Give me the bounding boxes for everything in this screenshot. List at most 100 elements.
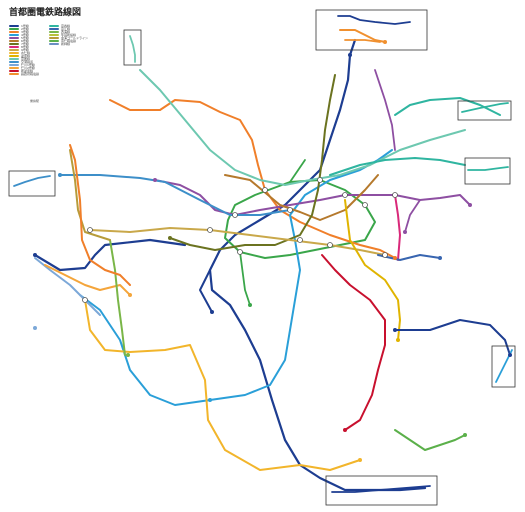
station-marker[interactable] <box>126 353 130 357</box>
legend-swatch <box>9 70 19 72</box>
station-marker[interactable] <box>393 328 397 332</box>
legend-label: 4号線 <box>21 33 29 37</box>
seohae-route <box>109 239 126 356</box>
station-marker[interactable] <box>208 398 212 402</box>
station-marker[interactable] <box>438 256 442 260</box>
interchange-station[interactable] <box>237 249 243 255</box>
ne-violet <box>374 69 396 151</box>
legend-item: 新盆唐線 <box>9 69 33 73</box>
station-marker[interactable] <box>128 293 132 297</box>
legend-item: 5号線 <box>9 36 29 40</box>
legend-label: 京春線 <box>61 24 71 28</box>
station-marker[interactable] <box>343 428 347 432</box>
interchange-station[interactable] <box>87 227 93 233</box>
gyeongchun-east <box>329 157 466 176</box>
legend-label: 水仁線 <box>21 51 31 55</box>
station-marker[interactable] <box>33 326 37 330</box>
station-marker[interactable] <box>348 53 352 57</box>
legend-item: 7号線 <box>9 42 29 46</box>
airport-route <box>59 174 291 216</box>
interchange-station[interactable] <box>382 252 388 258</box>
inset-box-west <box>8 170 56 197</box>
interchange-station[interactable] <box>392 192 398 198</box>
inset-north-line-2 <box>344 39 381 43</box>
legend-label: 竜仁軽電鉄 <box>61 39 77 43</box>
inset-ne-line <box>461 102 509 113</box>
interchange-station[interactable] <box>327 242 333 248</box>
legend-swatch <box>9 40 19 42</box>
legend-label: 6号線 <box>21 39 29 43</box>
line-3-extra <box>69 144 131 286</box>
station-marker[interactable] <box>396 338 400 342</box>
legend-label: 新盆唐線 <box>21 69 34 73</box>
legend-swatch <box>49 34 59 36</box>
station-marker[interactable] <box>468 203 472 207</box>
legend-swatch <box>9 25 19 27</box>
inset-nw-line <box>129 35 136 63</box>
station-marker[interactable] <box>383 40 387 44</box>
legend-label: 新林線 <box>61 42 71 46</box>
station-marker[interactable] <box>168 236 172 240</box>
interchange-station[interactable] <box>82 297 88 303</box>
gyeonggang-route <box>377 254 441 261</box>
gimpo-route <box>69 149 111 241</box>
legend-item: 議政府軽電鉄 <box>9 72 39 76</box>
legend-item: 盆唐線 <box>9 54 30 58</box>
interchange-station[interactable] <box>342 192 348 198</box>
legend-item: 9号線 <box>9 48 29 52</box>
legend-label: 仁川1号線 <box>21 63 35 67</box>
legend-item: 空港鉄道 <box>9 60 33 64</box>
station-marker[interactable] <box>153 178 157 182</box>
legend-label: 盆唐線 <box>21 54 31 58</box>
inset-box-north <box>315 9 428 51</box>
station-marker[interactable] <box>393 256 397 260</box>
shinbundang-route <box>321 254 386 431</box>
legend-swatch <box>9 43 19 45</box>
legend-item: 2号線 <box>9 27 29 31</box>
legend-label: 牛耳新設線 <box>61 33 77 37</box>
interchange-station[interactable] <box>317 177 323 183</box>
legend-swatch <box>49 37 59 39</box>
line-3-route <box>159 99 396 259</box>
station-marker[interactable] <box>248 303 252 307</box>
station-marker[interactable] <box>463 433 467 437</box>
legend-swatch <box>9 31 19 33</box>
legend-swatch <box>9 34 19 36</box>
legend-item: 仁川2号線 <box>9 66 35 70</box>
station-marker[interactable] <box>33 253 37 257</box>
legend-swatch <box>9 37 19 39</box>
station-marker[interactable] <box>58 173 62 177</box>
legend-item: 京春線 <box>49 24 70 28</box>
legend-label: 金浦ゴールドライン <box>61 36 89 40</box>
line-8-route <box>394 194 401 261</box>
station-marker[interactable] <box>403 230 407 234</box>
interchange-station[interactable] <box>297 237 303 243</box>
legend-item: 1号線 <box>9 24 29 28</box>
legend-swatch <box>9 52 19 54</box>
east-connector <box>394 319 511 356</box>
inset-box-se <box>491 345 516 388</box>
legend-swatch <box>9 64 19 66</box>
inset-east-line <box>467 166 509 171</box>
interchange-station[interactable] <box>287 207 293 213</box>
inset-box-south <box>325 475 438 506</box>
inset-box-ne <box>457 100 512 121</box>
legend-label: 8号線 <box>21 45 29 49</box>
station-marker[interactable] <box>210 310 214 314</box>
interchange-station[interactable] <box>232 212 238 218</box>
interchange-station[interactable] <box>262 187 268 193</box>
line-4-route <box>79 149 393 406</box>
inset-south-line <box>331 485 431 493</box>
legend-item: 西海線 <box>49 30 70 34</box>
station-marker[interactable] <box>358 458 362 462</box>
station-marker[interactable] <box>508 353 512 357</box>
legend-item: 金浦ゴールドライン <box>49 36 88 40</box>
legend-swatch <box>9 28 19 30</box>
line-1-branch <box>199 269 213 313</box>
interchange-station[interactable] <box>207 227 213 233</box>
legend-swatch <box>9 67 19 69</box>
legend-label: 議政府軽電鉄 <box>21 72 40 76</box>
interchange-station[interactable] <box>362 202 368 208</box>
gyeongui-route <box>139 69 466 186</box>
